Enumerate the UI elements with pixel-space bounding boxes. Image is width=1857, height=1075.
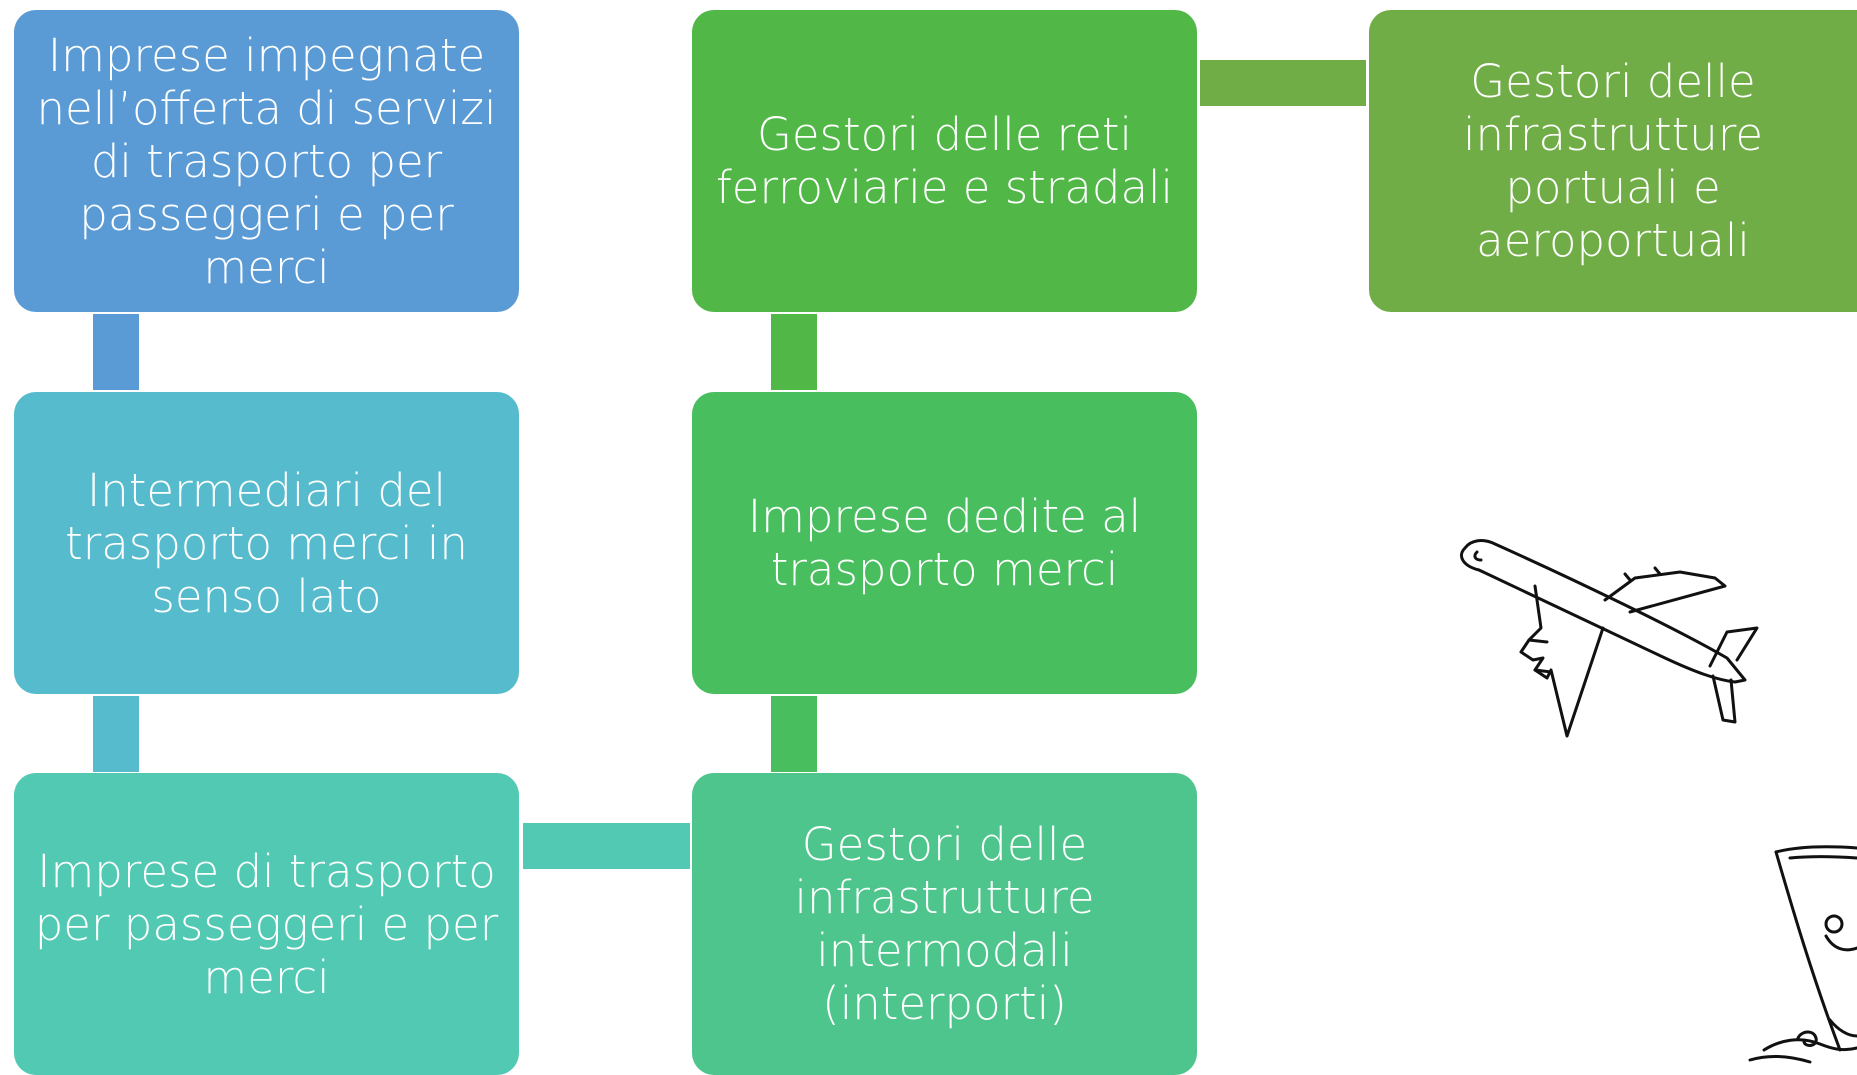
box-imprese-offerta-label: Imprese impegnate nell’offerta di serviz…	[36, 28, 497, 294]
connector-intermodali-merci	[771, 696, 817, 772]
ship-icon	[1748, 845, 1857, 1064]
box-imprese-merci: Imprese dedite al trasporto merci	[692, 392, 1197, 694]
box-gestori-reti: Gestori delle reti ferroviarie e stradal…	[692, 10, 1197, 312]
box-imprese-trasporto-label: Imprese di trasporto per passeggeri e pe…	[34, 844, 499, 1004]
connector-reti-portuali	[1200, 60, 1366, 106]
airplane-icon	[1460, 539, 1759, 738]
box-gestori-intermodali-label: Gestori delle infrastrutture intermodali…	[794, 818, 1095, 1030]
box-gestori-reti-label: Gestori delle reti ferroviarie e stradal…	[715, 108, 1174, 214]
box-intermediari: Intermediari del trasporto merci in sens…	[14, 392, 519, 694]
box-imprese-trasporto: Imprese di trasporto per passeggeri e pe…	[14, 773, 519, 1075]
box-imprese-offerta: Imprese impegnate nell’offerta di serviz…	[14, 10, 519, 312]
box-intermediari-label: Intermediari del trasporto merci in sens…	[65, 463, 468, 623]
connector-trasporto-intermodali	[523, 823, 690, 869]
connector-intermediari-trasporto	[93, 696, 139, 772]
box-gestori-portuali: Gestori delle infrastrutture portuali e …	[1369, 10, 1857, 312]
connector-offerta-intermediari	[93, 314, 139, 390]
box-imprese-merci-label: Imprese dedite al trasporto merci	[747, 490, 1142, 596]
connector-merci-reti	[771, 314, 817, 390]
box-gestori-intermodali: Gestori delle infrastrutture intermodali…	[692, 773, 1197, 1075]
box-gestori-portuali-label: Gestori delle infrastrutture portuali e …	[1462, 55, 1764, 267]
